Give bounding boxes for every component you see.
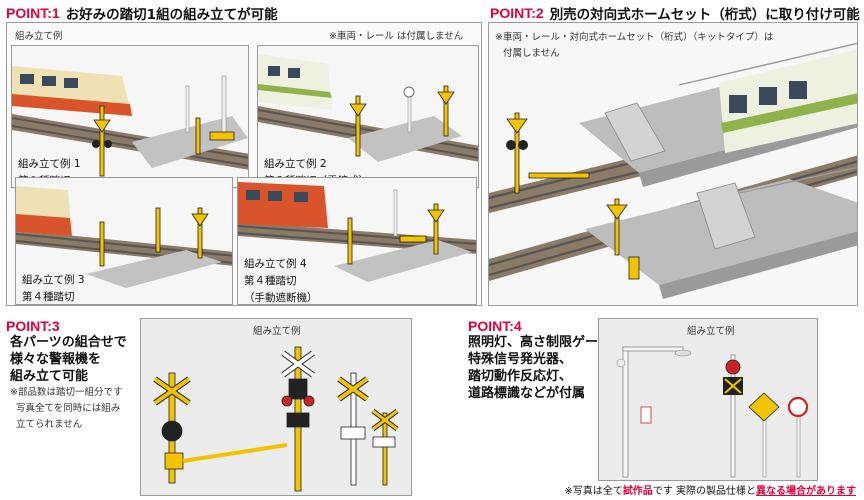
- example4-photo: 組み立て例 4 第４種踏切 （手動遮断機）: [237, 177, 477, 305]
- example4-caption-1: 組み立て例 4: [244, 258, 307, 270]
- point2-title: 別売の対向式ホームセット（桁式）に取り付け可能: [549, 7, 860, 23]
- point1-title: お好みの踏切1組の組み立てが可能: [65, 7, 278, 23]
- footnote-prefix: ※写真は全て: [564, 486, 623, 497]
- point4-heading: POINT:4: [468, 318, 522, 334]
- point3-illustration: [141, 319, 411, 495]
- point2-tag: POINT:2: [490, 5, 544, 21]
- point3-note-3: 立てられません: [16, 419, 83, 430]
- point3-heading: POINT:3: [6, 318, 60, 334]
- point1-group-label: 組み立て例: [15, 31, 63, 42]
- point1-tag: POINT:1: [6, 5, 60, 21]
- example2-caption-1: 組み立て例 2: [264, 158, 327, 170]
- point4-illustration: [599, 319, 817, 480]
- point2-note-line1: ※車両・レール・対向式ホームセット（桁式）（キットタイプ）は: [495, 32, 774, 43]
- point3-desc-2: 様々な警報機を: [10, 352, 102, 367]
- point1-heading: POINT:1 お好みの踏切1組の組み立てが可能: [6, 3, 278, 23]
- point4-photo-label: 組み立て例: [687, 326, 735, 337]
- example2-illustration: [258, 46, 478, 187]
- example4-caption-2: 第４種踏切: [244, 275, 297, 287]
- point3-photo: 組み立て例: [140, 318, 412, 496]
- example3-illustration: [16, 178, 232, 304]
- point3-desc-1: 各パーツの組合せで: [10, 335, 127, 350]
- point2-note-line2: 付属しません: [503, 48, 560, 59]
- point4-desc-4: 道路標識などが付属: [468, 386, 586, 401]
- point4-tag: POINT:4: [468, 318, 522, 334]
- example1-caption-1: 組み立て例 1: [18, 158, 81, 170]
- point4-photo: 組み立て例: [598, 318, 818, 481]
- example2-photo: 組み立て例 2 第３種踏切（電鐘式）: [257, 45, 479, 188]
- point4-desc-2: 特殊信号発光器、: [468, 352, 573, 367]
- point1-note: ※車両・レール は付属しません: [329, 31, 464, 42]
- example4-illustration: [238, 178, 476, 304]
- point2-heading: POINT:2 別売の対向式ホームセット（桁式）に取り付け可能: [490, 3, 860, 23]
- footnote-prototype: 試作品: [622, 486, 653, 497]
- point3-photo-label: 組み立て例: [253, 326, 301, 337]
- point3-note-1: ※部品数は踏切一組分です: [10, 387, 123, 398]
- footnote-middle: です 実際の製品仕様と: [652, 486, 756, 497]
- example3-photo: 組み立て例 3 第４種踏切: [15, 177, 233, 305]
- point3-note-2: 写真全てを同時には組み: [16, 403, 121, 414]
- footnote: ※写真は全て試作品です 実際の製品仕様と異なる場合があります: [564, 482, 856, 497]
- example1-photo: 組み立て例 1 第１種踏切: [11, 45, 249, 188]
- point3-tag: POINT:3: [6, 318, 60, 334]
- example3-caption-2: 第４種踏切: [22, 291, 75, 303]
- example4-caption-3: （手動遮断機）: [244, 292, 318, 304]
- point4-desc-3: 踏切動作反応灯、: [468, 369, 573, 384]
- point4-desc-1: 照明灯、高さ制限ゲート: [468, 335, 612, 350]
- point2-photo: ※車両・レール・対向式ホームセット（桁式）（キットタイプ）は 付属しません: [488, 22, 858, 306]
- example1-illustration: [12, 46, 248, 187]
- point1-photo-group: 組み立て例 ※車両・レール は付属しません 組み立て例 1 第１: [6, 22, 482, 306]
- footnote-disclaimer: 異なる場合があります: [756, 486, 856, 497]
- point3-desc-3: 組み立て可能: [10, 369, 89, 384]
- example3-caption-1: 組み立て例 3: [22, 274, 85, 286]
- point2-illustration: [489, 23, 857, 305]
